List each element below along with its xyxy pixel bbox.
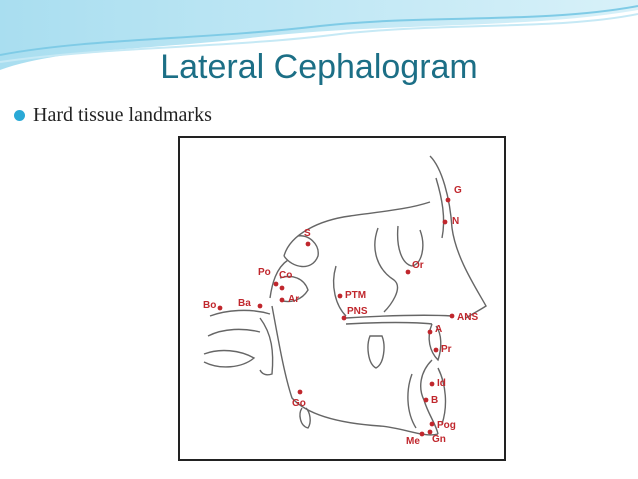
landmark-n-dot bbox=[442, 219, 448, 225]
landmark-ar-label: Ar bbox=[288, 294, 299, 305]
landmark-ptm-dot bbox=[337, 293, 343, 299]
landmark-pns-label: PNS bbox=[347, 306, 368, 317]
landmark-pog: Pog bbox=[429, 420, 456, 431]
landmark-s: S bbox=[304, 228, 311, 247]
landmark-gn: Gn bbox=[427, 429, 446, 445]
landmark-a: A bbox=[427, 324, 442, 335]
landmark-po: Po bbox=[258, 267, 279, 287]
cephalogram-tracing: G N S Or Po Co Ar Bo Ba PTM PNS ANS A Pr… bbox=[203, 155, 487, 447]
landmark-go-dot bbox=[297, 389, 303, 395]
landmark-or-label: Or bbox=[412, 260, 424, 271]
landmark-s-label: S bbox=[304, 228, 311, 239]
landmark-id-dot bbox=[429, 381, 435, 387]
landmark-pns: PNS bbox=[341, 306, 368, 321]
bullet-dot-icon bbox=[14, 110, 25, 121]
landmark-ba-label: Ba bbox=[238, 298, 251, 309]
landmark-go-label: Go bbox=[292, 398, 306, 409]
landmark-ar-dot bbox=[279, 297, 285, 303]
landmark-me-dot bbox=[419, 431, 425, 437]
landmark-ans-dot bbox=[449, 313, 455, 319]
cephalogram-figure: G N S Or Po Co Ar Bo Ba PTM PNS ANS A Pr… bbox=[178, 136, 506, 461]
landmark-n-label: N bbox=[452, 216, 459, 227]
landmark-g: G bbox=[445, 185, 462, 203]
landmark-co-dot bbox=[279, 285, 285, 291]
header-wave-decoration bbox=[0, 0, 638, 70]
landmark-me: Me bbox=[406, 431, 425, 447]
landmark-ans-label: ANS bbox=[457, 312, 478, 323]
landmark-gn-label: Gn bbox=[432, 434, 446, 445]
landmark-or-dot bbox=[405, 269, 411, 275]
landmark-a-label: A bbox=[435, 324, 442, 335]
landmark-co: Co bbox=[279, 270, 292, 291]
landmark-pns-dot bbox=[341, 315, 347, 321]
landmark-pog-dot bbox=[429, 421, 435, 427]
landmark-g-dot bbox=[445, 197, 451, 203]
landmark-me-label: Me bbox=[406, 436, 420, 447]
landmark-ba: Ba bbox=[238, 298, 263, 309]
landmark-b-label: B bbox=[431, 395, 438, 406]
landmark-pr-label: Pr bbox=[441, 344, 452, 355]
landmark-b-dot bbox=[423, 397, 429, 403]
landmark-ar: Ar bbox=[279, 294, 299, 305]
landmark-g-label: G bbox=[454, 185, 462, 196]
landmark-n: N bbox=[442, 216, 459, 227]
landmark-id: Id bbox=[429, 378, 446, 389]
landmark-a-dot bbox=[427, 329, 433, 335]
slide-title: Lateral Cephalogram bbox=[160, 48, 478, 86]
landmark-ba-dot bbox=[257, 303, 263, 309]
landmark-po-dot bbox=[273, 281, 279, 287]
skull-tracing-lines bbox=[203, 155, 487, 436]
landmark-b: B bbox=[423, 395, 438, 406]
landmark-pog-label: Pog bbox=[437, 420, 456, 431]
landmark-id-label: Id bbox=[437, 378, 446, 389]
landmark-ptm: PTM bbox=[337, 290, 366, 301]
landmark-ptm-label: PTM bbox=[345, 290, 366, 301]
landmark-bo-dot bbox=[217, 305, 223, 311]
landmark-co-label: Co bbox=[279, 270, 292, 281]
landmark-go: Go bbox=[292, 389, 306, 409]
landmark-pr-dot bbox=[433, 347, 439, 353]
landmark-set: G N S Or Po Co Ar Bo Ba PTM PNS ANS A Pr… bbox=[203, 185, 478, 447]
landmark-s-dot bbox=[305, 241, 311, 247]
landmark-or: Or bbox=[405, 260, 424, 275]
landmark-gn-dot bbox=[427, 429, 433, 435]
landmark-bo-label: Bo bbox=[203, 300, 216, 311]
landmark-bo: Bo bbox=[203, 300, 223, 311]
landmark-ans: ANS bbox=[449, 312, 478, 323]
landmark-pr: Pr bbox=[433, 344, 452, 355]
landmark-po-label: Po bbox=[258, 267, 271, 278]
bullet-text: Hard tissue landmarks bbox=[33, 104, 212, 126]
bullet-item: Hard tissue landmarks bbox=[14, 104, 212, 127]
